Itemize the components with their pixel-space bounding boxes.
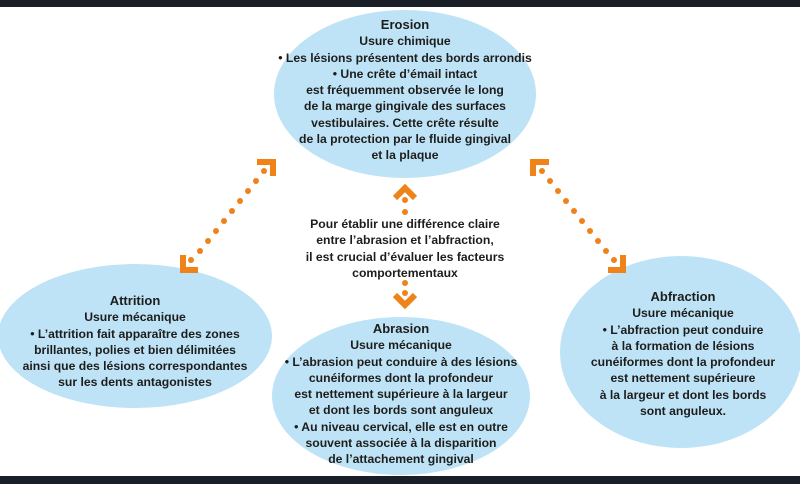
bottom-frame-bar (0, 476, 800, 484)
abrasion-text: Abrasion Usure mécanique • L’abrasion pe… (285, 321, 518, 468)
attrition-line: brillantes, polies et bien délimitées (34, 342, 236, 357)
erosion-line: vestibulaires. Cette crête résulte (311, 115, 499, 130)
erosion-line: • Une crête d’émail intact (332, 66, 478, 81)
arrowhead-up-center-icon (392, 183, 418, 201)
abrasion-line: et dont les bords sont anguleux (308, 403, 494, 418)
abfraction-line: cunéiformes dont la profondeur (590, 355, 776, 370)
abrasion-subtitle: Usure mécanique (350, 338, 452, 353)
abfraction-subtitle: Usure mécanique (632, 306, 734, 321)
attrition-line: sur les dents antagonistes (58, 375, 212, 390)
erosion-line: et la plaque (371, 148, 439, 163)
erosion-line: est fréquemment observée le long (306, 83, 504, 98)
abfraction-ellipse (560, 256, 800, 448)
center-note-line: il est crucial d’évaluer les facteurs (305, 249, 505, 264)
abrasion-line: • Au niveau cervical, elle est en outre (294, 419, 508, 434)
abfraction-text: Abfraction Usure mécanique • L’abfractio… (591, 289, 775, 419)
abrasion-line: cunéiformes dont la profondeur (308, 370, 494, 385)
abrasion-line: • L’abrasion peut conduire à des lésions (284, 354, 518, 369)
abrasion-title: Abrasion (372, 321, 430, 336)
arrowhead-down-left-icon (180, 255, 198, 273)
attrition-line: ainsi que des lésions correspondantes (22, 359, 248, 374)
abfraction-line: • L’abfraction peut conduire (602, 322, 764, 337)
attrition-subtitle: Usure mécanique (84, 310, 186, 325)
attrition-title: Attrition (109, 293, 161, 308)
abfraction-line: est nettement supérieure (610, 371, 756, 386)
erosion-line: de la marge gingivale des surfaces (304, 99, 506, 114)
abfraction-line: sont anguleux. (640, 404, 726, 419)
erosion-text: Erosion Usure chimique • Les lésions pré… (278, 17, 532, 164)
center-note-line: Pour établir une différence claire (310, 217, 500, 231)
erosion-ellipse (274, 10, 536, 178)
arrowhead-down-right-icon (608, 255, 626, 273)
arrowhead-up-right-icon (530, 159, 549, 176)
arrowhead-down-center-icon (392, 292, 418, 310)
abrasion-line: souvent associée à la disparition (305, 436, 497, 451)
abfraction-line: à la formation de lésions (611, 338, 755, 353)
abfraction-title: Abfraction (650, 289, 716, 304)
erosion-subtitle: Usure chimique (359, 34, 451, 49)
abrasion-line: est nettement supérieure à la largeur (294, 387, 508, 402)
erosion-title: Erosion (380, 17, 430, 32)
center-note-line: entre l’abrasion et l’abfraction, (316, 233, 494, 248)
center-note-line: comportementaux (352, 265, 458, 280)
erosion-line: • Les lésions présentent des bords arron… (278, 50, 532, 65)
center-note: Pour établir une différence claire entre… (306, 216, 505, 281)
top-frame-bar (0, 0, 800, 7)
arrow-dots (188, 168, 617, 296)
arrowhead-up-left-icon (257, 159, 276, 176)
abrasion-line: de l’attachement gingival (328, 452, 474, 467)
abfraction-line: à la largeur et dont les bords (599, 387, 767, 402)
attrition-line: • L’attrition fait apparaître des zones (30, 326, 240, 341)
attrition-text: Attrition Usure mécanique • L’attrition … (23, 293, 248, 391)
erosion-line: de la protection par le fluide gingival (299, 132, 511, 147)
attrition-ellipse (0, 264, 272, 408)
abrasion-ellipse (272, 317, 530, 475)
